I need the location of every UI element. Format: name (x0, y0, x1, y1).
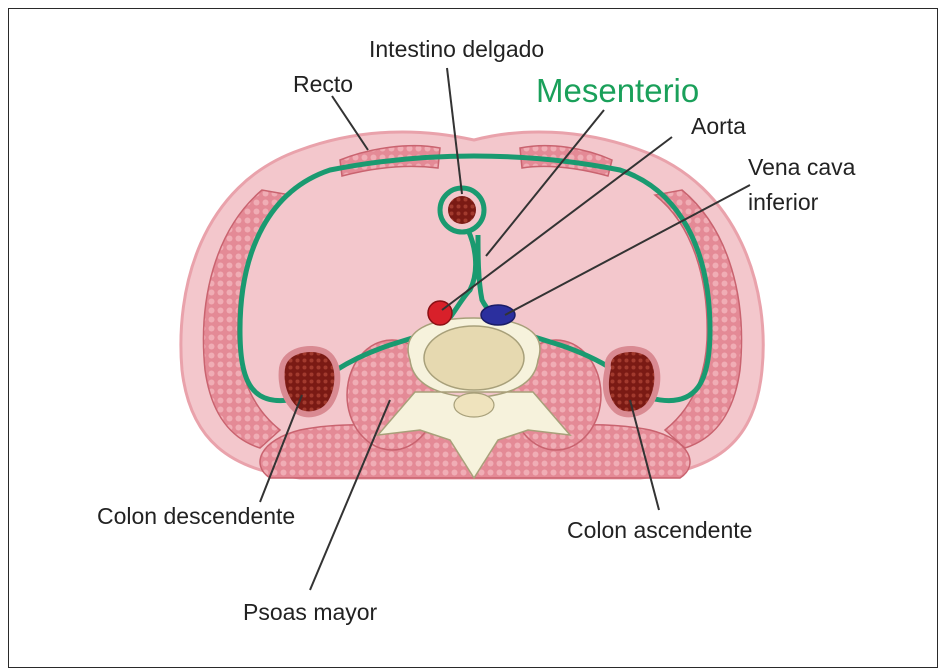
label-aorta: Aorta (691, 113, 746, 139)
label-recto: Recto (293, 71, 353, 97)
label-colon-descendente: Colon descendente (97, 503, 295, 529)
label-psoas-mayor: Psoas mayor (243, 599, 378, 625)
label-intestino-delgado: Intestino delgado (369, 36, 544, 62)
colon-descending (282, 349, 338, 414)
label-vena-inferior: inferior (748, 189, 819, 215)
vertebral-body (424, 326, 524, 390)
vena-cava (481, 305, 515, 325)
label-colon-ascendente: Colon ascendente (567, 517, 752, 543)
label-vena-cava: Vena cava (748, 154, 856, 180)
spinal-canal (454, 393, 494, 417)
label-mesenterio: Mesenterio (536, 72, 699, 109)
abdomen-cross-section-diagram: Intestino delgado Recto Mesenterio Aorta… (0, 0, 948, 650)
small-intestine-lumen (448, 196, 476, 224)
